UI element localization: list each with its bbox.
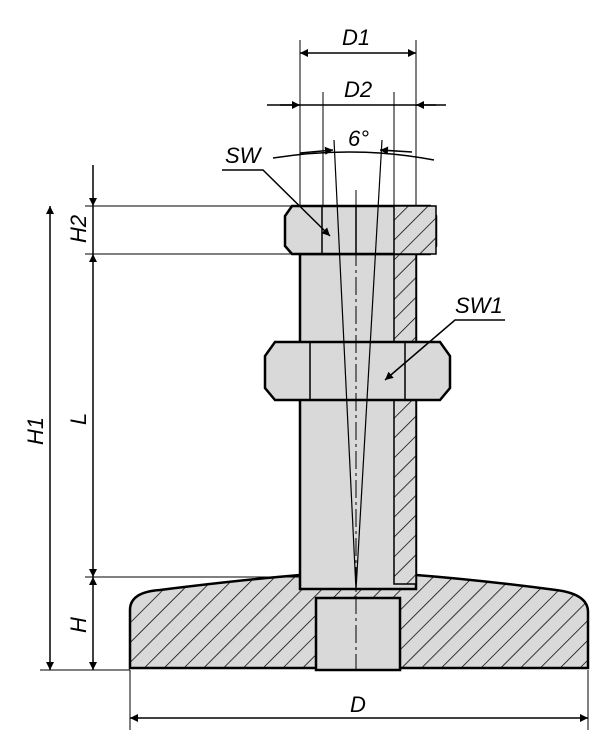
label-sw: SW bbox=[225, 143, 263, 168]
label-l: L bbox=[66, 413, 91, 425]
label-h2: H2 bbox=[66, 215, 91, 243]
label-h1: H1 bbox=[23, 417, 48, 445]
label-sw1: SW1 bbox=[455, 293, 503, 318]
label-d: D bbox=[350, 692, 366, 717]
base-pin bbox=[314, 596, 402, 672]
lock-nut bbox=[263, 340, 452, 402]
label-d1: D1 bbox=[342, 25, 370, 50]
sw-leader bbox=[222, 169, 331, 237]
label-d2: D2 bbox=[344, 77, 372, 102]
angle-dimension bbox=[272, 151, 435, 161]
label-h: H bbox=[66, 617, 91, 633]
label-angle: 6° bbox=[348, 126, 369, 151]
stem-hatched-wall bbox=[393, 253, 417, 585]
sw1-leader bbox=[384, 319, 505, 381]
